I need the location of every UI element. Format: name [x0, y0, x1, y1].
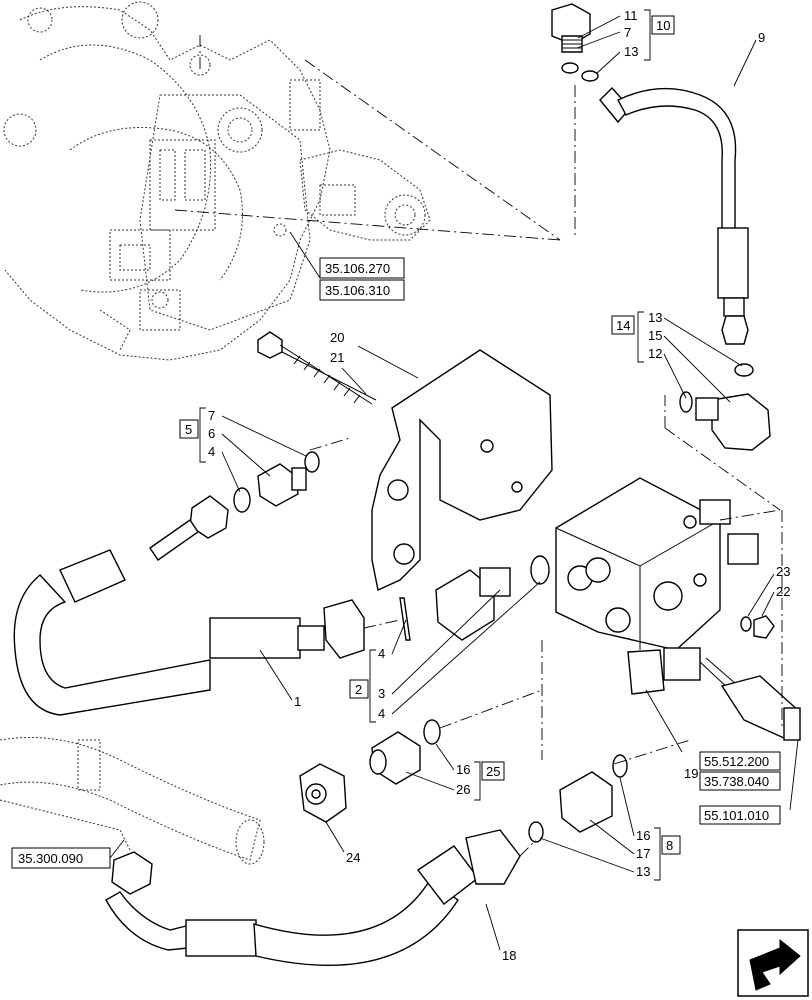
callout-20[interactable]: 20 [330, 330, 344, 345]
washer-nut-22-23 [740, 615, 775, 639]
ref-55-101-010[interactable]: 55.101.010 [704, 808, 769, 823]
callout-15[interactable]: 15 [648, 328, 662, 343]
fitting-11 [551, 3, 599, 82]
callout-7-left[interactable]: 7 [208, 408, 215, 423]
bolt-21 [257, 331, 377, 405]
bracket-20 [371, 349, 553, 592]
hose-9 [599, 86, 749, 345]
ref-55-512-200[interactable]: 55.512.200 [704, 754, 769, 769]
ref-box-55-101-010[interactable] [699, 805, 781, 825]
ref-box-35-106-310[interactable] [319, 279, 405, 301]
ref-box-10[interactable] [651, 15, 675, 35]
ref-35-300-090[interactable]: 35.300.090 [18, 851, 83, 866]
callout-7-top[interactable]: 7 [624, 25, 631, 40]
transmission-housing [3, 1, 561, 361]
ref-box-8[interactable] [661, 835, 681, 855]
hose-1 [13, 495, 365, 716]
ref-35-106-310[interactable]: 35.106.310 [325, 283, 390, 298]
callout-21[interactable]: 21 [330, 350, 344, 365]
callout-18[interactable]: 18 [502, 948, 516, 963]
callout-1[interactable]: 1 [294, 694, 301, 709]
callout-16-top[interactable]: 16 [456, 762, 470, 777]
callout-13-top[interactable]: 13 [624, 44, 638, 59]
callout-4-mid[interactable]: 4 [378, 646, 385, 661]
fitting-8 [528, 754, 628, 843]
elbow-fitting-12 [679, 363, 771, 451]
callout-19[interactable]: 19 [684, 766, 698, 781]
ref-box-35-106-270[interactable] [319, 257, 405, 279]
callout-23[interactable]: 23 [776, 564, 790, 579]
next-page-arrow-icon[interactable] [737, 929, 809, 997]
ref-box-35-738-040[interactable] [699, 771, 781, 791]
callout-25[interactable]: 25 [486, 764, 500, 779]
ref-box-14[interactable] [611, 315, 635, 335]
ref-box-25[interactable] [481, 761, 505, 781]
callout-17[interactable]: 17 [636, 846, 650, 861]
callout-10[interactable]: 10 [656, 18, 670, 33]
callout-3[interactable]: 3 [378, 686, 385, 701]
valve-block-19 [555, 477, 801, 741]
callout-22[interactable]: 22 [776, 584, 790, 599]
cap-24 [299, 763, 347, 823]
callout-13-bottom[interactable]: 13 [636, 864, 650, 879]
fitting-25 [369, 719, 441, 785]
callout-9[interactable]: 9 [758, 30, 765, 45]
ref-35-738-040[interactable]: 35.738.040 [704, 774, 769, 789]
hose-18 [0, 737, 521, 966]
callout-4-bottom[interactable]: 4 [378, 706, 385, 721]
ref-box-55-512-200[interactable] [699, 751, 781, 771]
callout-26[interactable]: 26 [456, 782, 470, 797]
callout-16-bottom[interactable]: 16 [636, 828, 650, 843]
fitting-2 [399, 555, 550, 641]
callout-8[interactable]: 8 [666, 838, 673, 853]
callout-24[interactable]: 24 [346, 850, 360, 865]
ref-box-5[interactable] [179, 419, 199, 439]
callout-5[interactable]: 5 [185, 422, 192, 437]
ref-box-2[interactable] [349, 679, 369, 699]
callout-11[interactable]: 11 [624, 8, 638, 23]
callout-14[interactable]: 14 [616, 318, 630, 333]
fitting-5 [233, 451, 320, 513]
ref-35-106-270[interactable]: 35.106.270 [325, 261, 390, 276]
callout-2[interactable]: 2 [355, 682, 362, 697]
callout-4-left[interactable]: 4 [208, 444, 215, 459]
callout-6[interactable]: 6 [208, 426, 215, 441]
callout-13-right[interactable]: 13 [648, 310, 662, 325]
callout-12[interactable]: 12 [648, 346, 662, 361]
